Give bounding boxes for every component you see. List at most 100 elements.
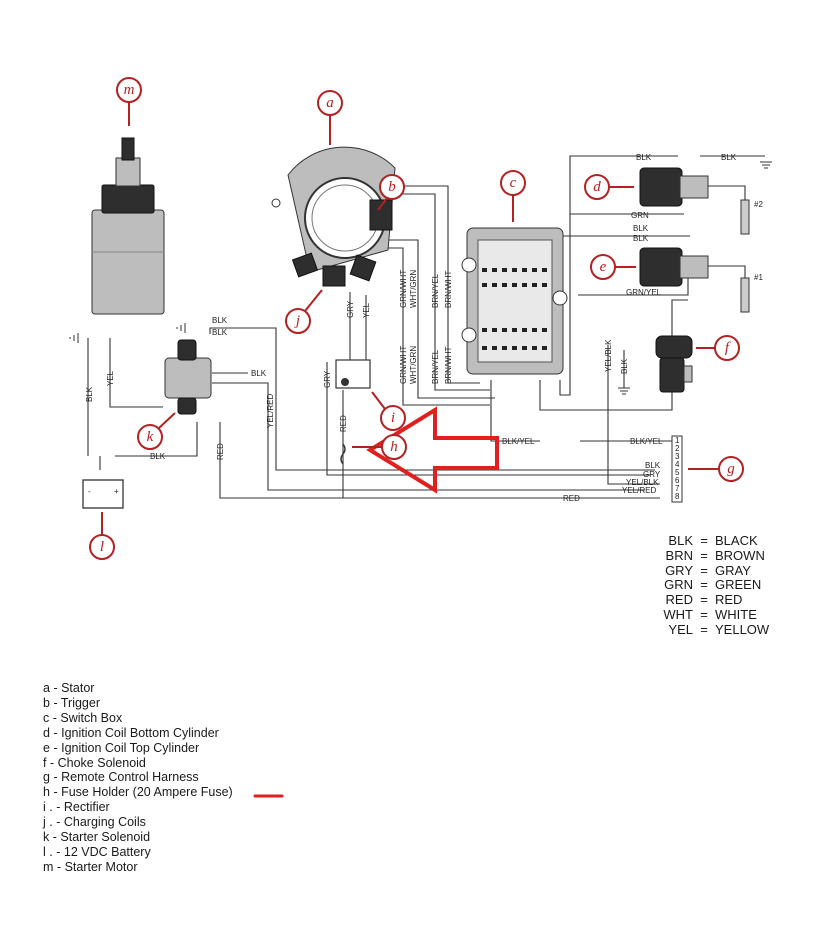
label-yel-red-vert: YEL/RED xyxy=(266,394,275,428)
label-grn-yel: GRN/YEL xyxy=(626,288,662,297)
label-blk-choke: BLK xyxy=(620,358,629,374)
label-brn-wht-2: BRN/WHT xyxy=(444,347,453,384)
callout-b: b xyxy=(377,174,405,211)
wire-yel-starter xyxy=(109,338,163,408)
wire-blk-battery xyxy=(115,422,198,457)
callout-h: h xyxy=(352,434,407,460)
component-legend: a - Stator b - Trigger c - Switch Box d … xyxy=(43,681,233,875)
label-grn-wht-2: GRN/WHT xyxy=(399,346,408,384)
legend-item: m - Starter Motor xyxy=(43,859,138,874)
stator xyxy=(271,146,396,287)
label-blk-3: BLK xyxy=(251,369,267,378)
harness-pin-8: 8 xyxy=(675,492,680,501)
choke-solenoid xyxy=(655,335,693,393)
wire-red-main xyxy=(219,422,660,499)
svg-text:-: - xyxy=(88,487,91,496)
legend-item: i . - Rectifier xyxy=(43,800,110,815)
label-red-harness: RED xyxy=(563,494,580,503)
ignition-coil-top xyxy=(639,247,750,313)
wire-blk-coil-top xyxy=(569,155,678,214)
legend-item: l . - 12 VDC Battery xyxy=(43,844,151,859)
svg-text:d: d xyxy=(593,179,601,195)
legend-item: e - Ignition Coil Top Cylinder xyxy=(43,740,200,755)
wires xyxy=(87,155,765,503)
svg-text:k: k xyxy=(147,429,154,445)
label-blk-yel-2: BLK/YEL xyxy=(630,437,663,446)
label-blk-2: BLK xyxy=(212,328,228,337)
svg-text:b: b xyxy=(388,179,396,195)
label-blk-d2: BLK xyxy=(633,234,649,243)
label-brn-yel-1: BRN/YEL xyxy=(431,273,440,308)
label-blk-d1: BLK xyxy=(633,224,649,233)
legend-item: f - Choke Solenoid xyxy=(43,755,146,770)
label-yel-red-harness: YEL/RED xyxy=(622,486,656,495)
wire-labels: BLK BLK BLK BLK BLK YEL YEL/RED RED GRY … xyxy=(85,153,763,503)
rectifier xyxy=(335,359,371,389)
label-blk-coil: BLK xyxy=(636,153,652,162)
callouts: m a b c d e f g h i j k l xyxy=(89,77,744,560)
color-row: GRN=GREEN xyxy=(664,577,762,593)
label-gry-harness: GRY xyxy=(643,470,661,479)
label-yel-coil: YEL xyxy=(362,302,371,318)
harness-pin-5: 5 xyxy=(675,468,680,477)
svg-text:a: a xyxy=(326,95,334,111)
harness-pin-1: 1 xyxy=(675,436,680,445)
color-row: BRN=BROWN xyxy=(665,547,765,563)
wire-gry-rect xyxy=(326,362,650,476)
svg-text:e: e xyxy=(600,259,607,275)
label-yel-blk-vert: YEL/BLK xyxy=(604,339,613,372)
label-red-vert: RED xyxy=(216,443,225,460)
legend-item: g - Remote Control Harness xyxy=(43,770,199,785)
wire-brn-wht xyxy=(385,185,480,384)
harness-pin-2: 2 xyxy=(675,444,680,453)
switch-box xyxy=(461,227,568,375)
callout-a: a xyxy=(317,90,343,145)
svg-text:l: l xyxy=(100,539,104,555)
label-plug-2: #2 xyxy=(754,200,763,209)
wire-yel-blk xyxy=(607,345,660,485)
ignition-coil-bottom xyxy=(639,167,750,235)
label-wht-grn-1: WHT/GRN xyxy=(409,270,418,308)
wire-grn-wht xyxy=(380,247,490,406)
svg-text:i: i xyxy=(391,410,395,426)
label-blk-ground: BLK xyxy=(721,153,737,162)
callout-m: m xyxy=(116,77,142,126)
legend-item: j . - Charging Coils xyxy=(43,815,146,830)
color-row: RED=RED xyxy=(665,592,743,608)
svg-text:h: h xyxy=(390,439,398,455)
wire-brn-yel xyxy=(385,193,490,391)
label-grn: GRN xyxy=(631,211,649,220)
legend-item: a - Stator xyxy=(43,681,95,695)
harness-pin-6: 6 xyxy=(675,476,680,485)
legend-item: d - Ignition Coil Bottom Cylinder xyxy=(43,725,219,740)
label-brn-wht-1: BRN/WHT xyxy=(444,271,453,308)
label-yel-vert: YEL xyxy=(106,370,115,386)
label-blk-harness: BLK xyxy=(645,461,661,470)
legend-item: k - Starter Solenoid xyxy=(43,830,151,845)
svg-text:m: m xyxy=(124,82,135,98)
svg-text:+: + xyxy=(114,487,119,496)
callout-j: j xyxy=(285,289,323,334)
svg-text:g: g xyxy=(727,461,735,477)
color-row: WHT=WHITE xyxy=(663,606,757,622)
label-blk-1: BLK xyxy=(212,316,228,325)
harness-pin-3: 3 xyxy=(675,452,680,461)
callout-e: e xyxy=(590,254,636,280)
label-plug-1: #1 xyxy=(754,273,763,282)
starter-solenoid xyxy=(164,339,212,415)
callout-c: c xyxy=(500,170,526,222)
callout-l: l xyxy=(89,512,115,560)
label-blk-yel-1: BLK/YEL xyxy=(502,437,535,446)
svg-text:j: j xyxy=(294,313,300,329)
label-red-fuse: RED xyxy=(339,415,348,432)
callout-d: d xyxy=(584,174,634,200)
wire-blk-yel xyxy=(490,380,540,442)
svg-text:c: c xyxy=(510,175,517,191)
color-row: YEL=YELLOW xyxy=(668,621,770,637)
callout-i: i xyxy=(371,391,406,431)
callout-g: g xyxy=(688,456,744,482)
legend-item: h - Fuse Holder (20 Ampere Fuse) xyxy=(43,785,233,800)
harness-pin-7: 7 xyxy=(675,484,680,493)
callout-k: k xyxy=(137,412,176,450)
